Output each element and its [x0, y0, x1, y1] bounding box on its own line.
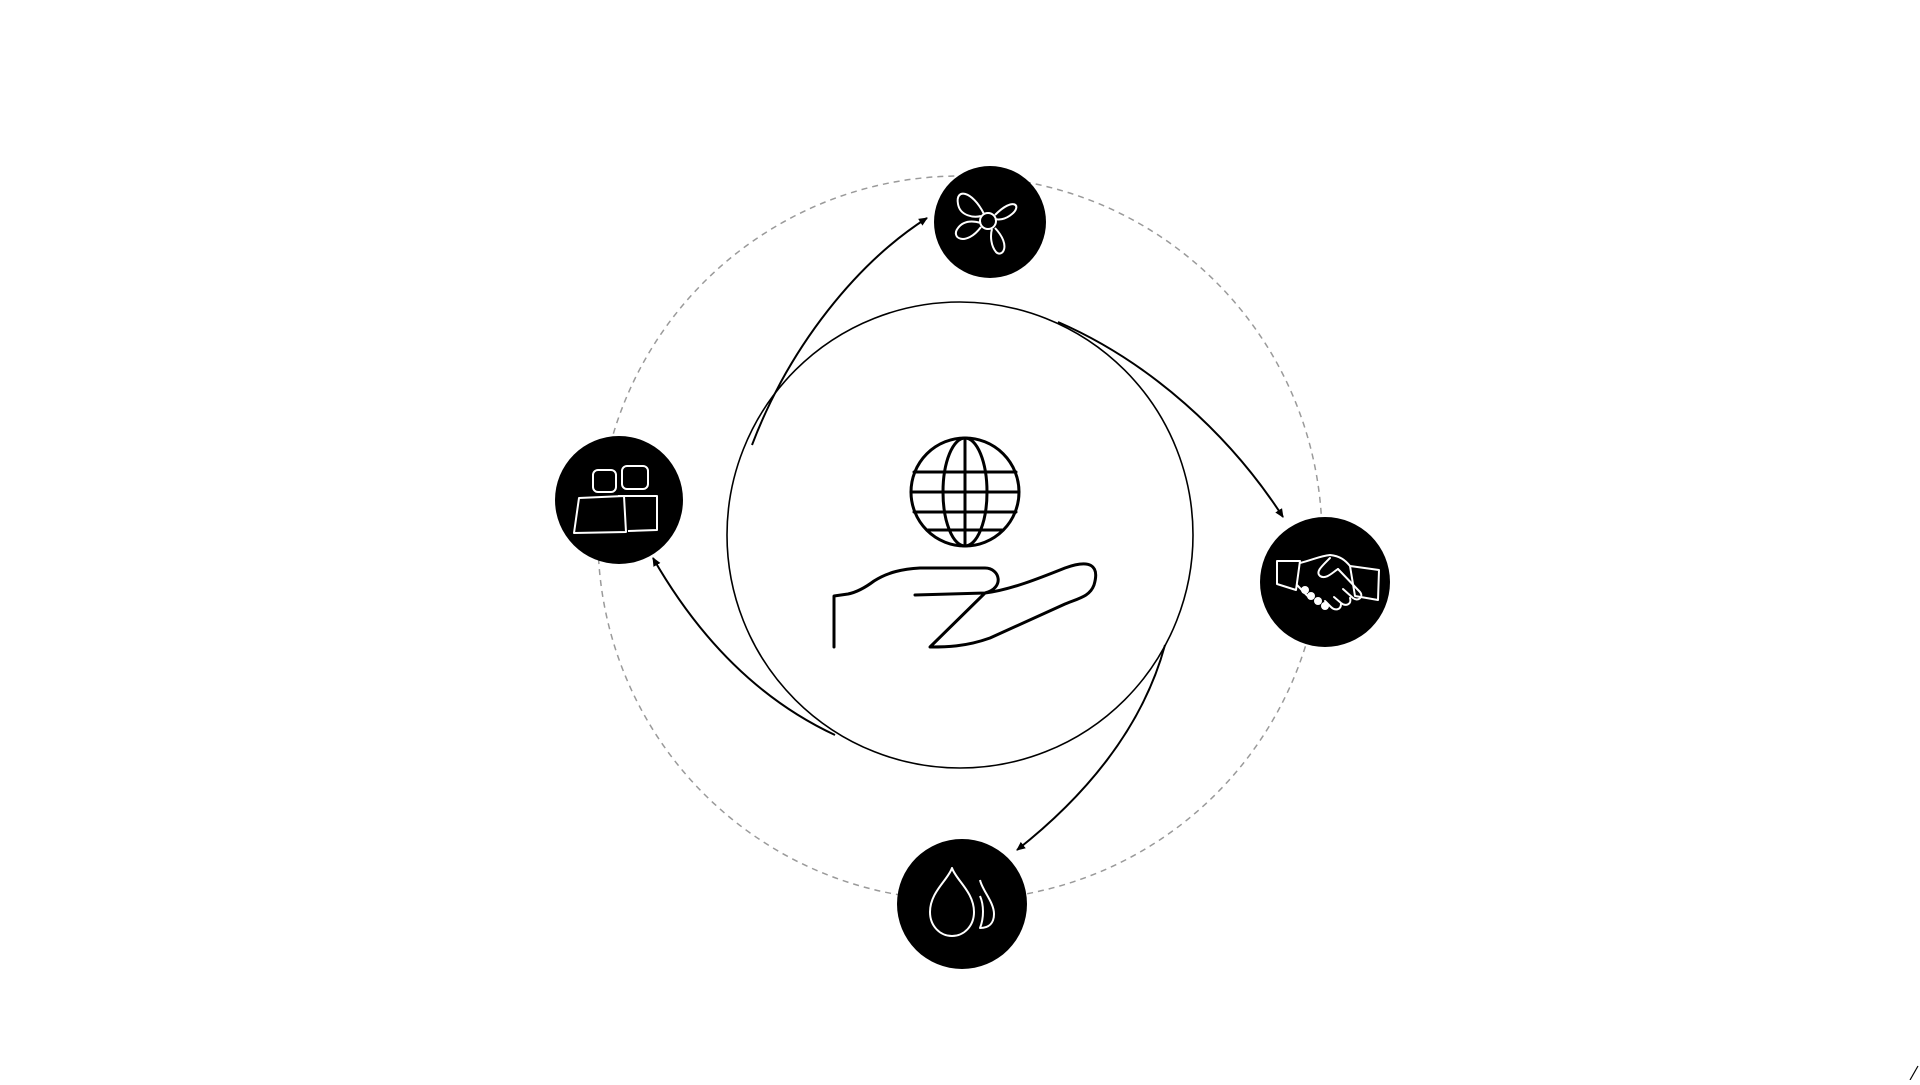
- central-circle: [726, 301, 1194, 769]
- water-drops-icon: [929, 867, 995, 937]
- node-fan: [934, 166, 1046, 278]
- dashed-orbit-ring: [597, 175, 1323, 901]
- node-water-drops: [897, 839, 1027, 969]
- hand-icon: [832, 562, 1098, 649]
- handshake-icon: [1276, 554, 1380, 611]
- node-handshake: [1260, 517, 1390, 647]
- globe-icon: [909, 436, 1021, 548]
- arrow-to-fan: [751, 217, 928, 446]
- fan-icon: [955, 192, 1018, 255]
- arrow-to-devices: [652, 557, 836, 736]
- corner-mark: [1909, 1065, 1919, 1081]
- arrow-to-handshake: [1057, 321, 1284, 518]
- hand-holding-globe-icon: [832, 436, 1098, 649]
- node-devices: [555, 436, 683, 564]
- devices-icon: [573, 465, 658, 534]
- arrow-to-drops: [1016, 644, 1166, 851]
